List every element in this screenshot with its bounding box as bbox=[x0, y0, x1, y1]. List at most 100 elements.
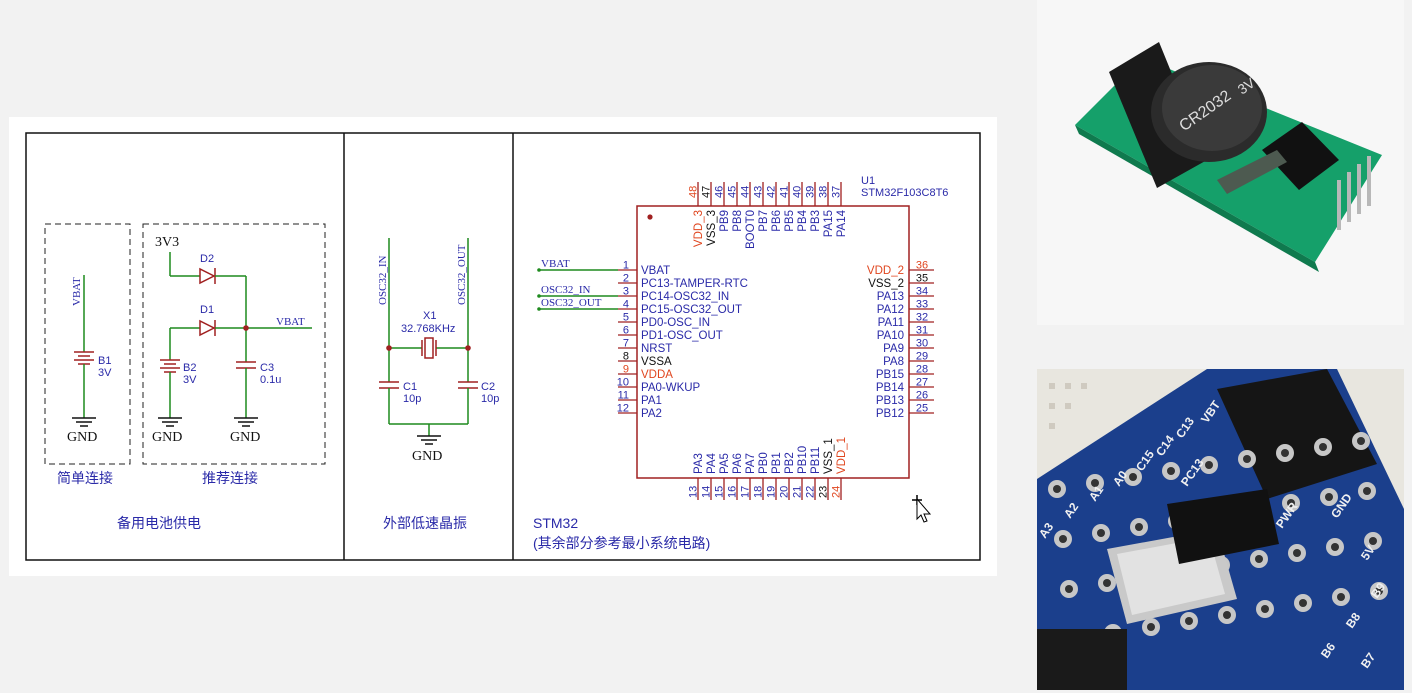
pad-hole bbox=[1293, 549, 1301, 557]
pin-name: NRST bbox=[641, 343, 672, 355]
pin-name: VSS_3 bbox=[706, 210, 718, 246]
pin-number: 31 bbox=[916, 325, 928, 337]
pad-hole bbox=[1281, 449, 1289, 457]
pad-hole bbox=[1135, 523, 1143, 531]
pad-hole bbox=[1053, 485, 1061, 493]
pin-name: PA7 bbox=[745, 453, 757, 474]
pin1-marker bbox=[647, 214, 653, 220]
pin-number: 12 bbox=[617, 403, 629, 415]
pin-name: PB10 bbox=[797, 446, 809, 474]
pin-number: 23 bbox=[818, 486, 830, 498]
pin-number: 32 bbox=[916, 312, 928, 324]
pin-number: 40 bbox=[792, 186, 804, 198]
pin-name: BOOT0 bbox=[745, 210, 757, 249]
pad-hole bbox=[1243, 455, 1251, 463]
simple-connection-caption: 简单连接 bbox=[57, 470, 113, 486]
mcu-section-subtitle: (其余部分参考最小系统电路) bbox=[533, 535, 710, 551]
pin-name: VSS_2 bbox=[868, 278, 904, 290]
pin-number: 28 bbox=[916, 364, 928, 376]
pin-name: VSS_1 bbox=[823, 438, 835, 474]
pad-hole bbox=[1261, 605, 1269, 613]
gnd-label: GND bbox=[412, 449, 442, 464]
pin-number: 9 bbox=[623, 364, 629, 376]
pin-number: 27 bbox=[916, 377, 928, 389]
pin-name: PA5 bbox=[719, 453, 731, 474]
wire-end bbox=[537, 307, 541, 311]
pin-name: PB1 bbox=[771, 452, 783, 474]
pin-name: VBAT bbox=[641, 265, 670, 277]
pin-number: 25 bbox=[916, 403, 928, 415]
junction-dot bbox=[386, 345, 392, 351]
gnd-label: GND bbox=[67, 430, 97, 445]
pin-name: PA3 bbox=[693, 453, 705, 474]
pad-hole bbox=[1287, 499, 1295, 507]
pins-bottom: 13PA314PA415PA516PA617PA718PB019PB120PB2… bbox=[688, 437, 848, 500]
pad-hole bbox=[1097, 529, 1105, 537]
pin-number: 43 bbox=[753, 186, 765, 198]
pin-name: VDD_3 bbox=[693, 210, 705, 247]
d2-ref: D2 bbox=[200, 253, 214, 265]
pin-name: PC15-OSC32_OUT bbox=[641, 304, 742, 316]
pin-number: 39 bbox=[805, 186, 817, 198]
pin-name: PA14 bbox=[836, 209, 848, 237]
pad-hole bbox=[1299, 599, 1307, 607]
pin-name: PA15 bbox=[823, 210, 835, 237]
pad-hole bbox=[1147, 623, 1155, 631]
pin-number: 5 bbox=[623, 312, 629, 324]
pin-number: 41 bbox=[779, 186, 791, 198]
pin-number: 14 bbox=[701, 486, 713, 498]
pin-number: 21 bbox=[792, 486, 804, 498]
pin-name: PA12 bbox=[877, 304, 904, 316]
recommended-connection-caption: 推荐连接 bbox=[202, 470, 258, 486]
ic-chip bbox=[1262, 122, 1339, 190]
pin-name: VSSA bbox=[641, 356, 672, 368]
pin-number: 17 bbox=[740, 486, 752, 498]
vbat-net-label: VBAT bbox=[541, 258, 570, 270]
pad-hole bbox=[1375, 587, 1383, 595]
rtc-module-photo: CR2032 3V bbox=[1037, 0, 1404, 325]
header-pins bbox=[1337, 156, 1371, 230]
pin-name: VDDA bbox=[641, 369, 673, 381]
pin-name: PB2 bbox=[784, 452, 796, 474]
pin-name: PA4 bbox=[706, 453, 718, 474]
pad-hole bbox=[1185, 617, 1193, 625]
u1-part-number: STM32F103C8T6 bbox=[861, 187, 948, 199]
pin-number: 24 bbox=[831, 486, 843, 498]
schematic-background bbox=[9, 117, 997, 576]
pin-number: 44 bbox=[740, 186, 752, 198]
schematic-frame bbox=[25, 132, 981, 561]
pins-right: 36VDD_235VSS_234PA1333PA1232PA1131PA1030… bbox=[867, 260, 934, 420]
pin-name: PA11 bbox=[878, 317, 904, 329]
ground-symbol bbox=[234, 417, 258, 427]
pad-hole bbox=[1223, 611, 1231, 619]
pad-hole bbox=[1103, 579, 1111, 587]
wire-end bbox=[537, 294, 541, 298]
battery-b2-symbol bbox=[160, 359, 180, 373]
pin-name: PD0-OSC_IN bbox=[641, 317, 710, 329]
pad-hole bbox=[1167, 467, 1175, 475]
ground-symbol bbox=[72, 417, 96, 427]
pin-name: PB11 bbox=[810, 447, 822, 474]
osc32-in-net-label: OSC32_IN bbox=[377, 255, 389, 305]
pin-number: 30 bbox=[916, 338, 928, 350]
vbat-net-label: VBAT bbox=[71, 277, 83, 306]
pin-number: 26 bbox=[916, 390, 928, 402]
pad-hole bbox=[1337, 593, 1345, 601]
pin-number: 19 bbox=[766, 486, 778, 498]
pin-number: 4 bbox=[623, 299, 629, 311]
pin-name: PA6 bbox=[732, 453, 744, 474]
pin-name: PB3 bbox=[810, 210, 822, 232]
u1-ref: U1 bbox=[861, 175, 875, 187]
pin-name: PB0 bbox=[758, 452, 770, 474]
recommended-connection-box bbox=[142, 223, 326, 465]
wire-end bbox=[537, 268, 541, 272]
c2-ref: C2 bbox=[481, 381, 495, 393]
b1-ref: B1 bbox=[98, 355, 111, 367]
pin-name: PA10 bbox=[877, 330, 904, 342]
silkscreen-label: 5V bbox=[1358, 543, 1378, 563]
x1-ref: X1 bbox=[423, 310, 436, 322]
pin-number: 35 bbox=[916, 273, 928, 285]
vbat-net-label: VBAT bbox=[276, 316, 305, 328]
pin-number: 47 bbox=[701, 186, 713, 198]
pad-hole bbox=[1205, 461, 1213, 469]
